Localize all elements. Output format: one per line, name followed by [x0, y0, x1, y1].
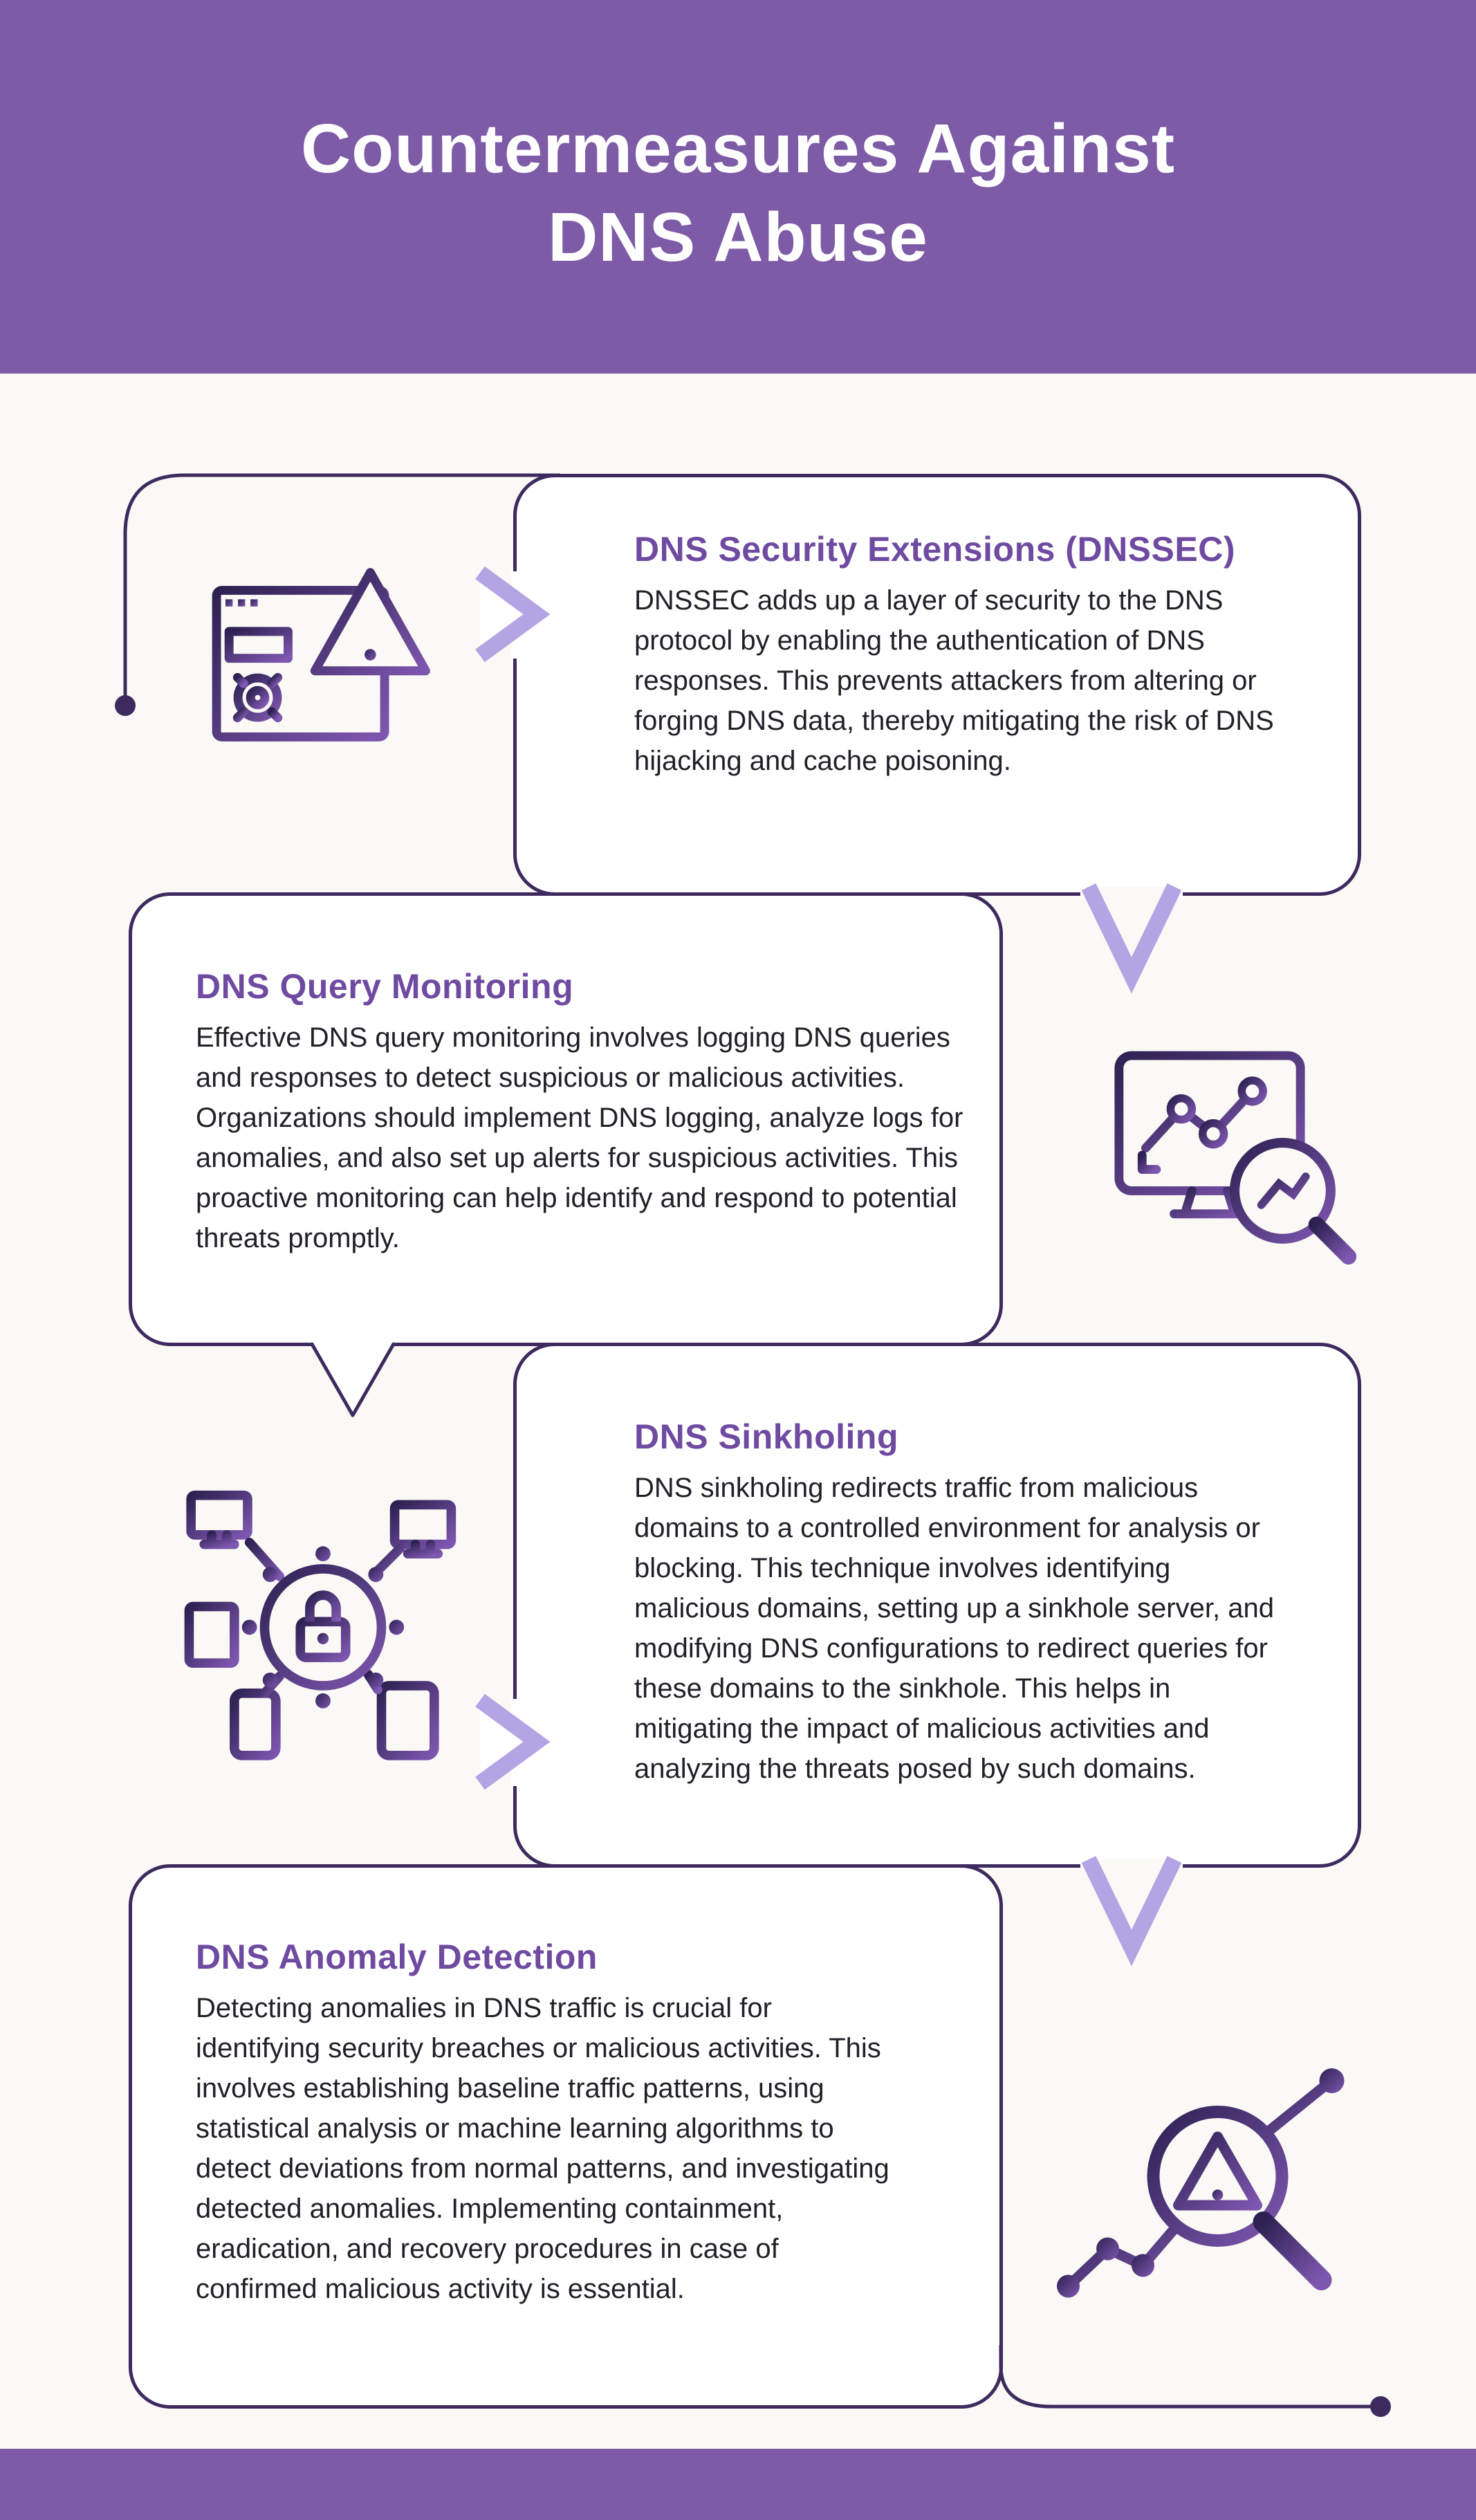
- monitor-search-icon: [1114, 1051, 1357, 1265]
- card-title-query-monitoring: DNS Query Monitoring: [196, 967, 574, 1006]
- lock-icon: [295, 1590, 351, 1662]
- page-title: Countermeasures Against DNS Abuse: [301, 104, 1175, 282]
- browser-titlebar-dots: [225, 599, 258, 607]
- card-title-sinkholing: DNS Sinkholing: [634, 1417, 898, 1456]
- speech-tail-query-monitoring: [310, 1342, 396, 1417]
- card-body-dnssec: DNSSEC adds up a layer of security to th…: [634, 585, 1274, 776]
- card-body-query-monitoring: Effective DNS query monitoring involves …: [196, 1022, 963, 1253]
- arrow-down-icon-2: [1080, 1855, 1183, 1967]
- timeline-end-connector: [999, 2345, 1391, 2417]
- card-body-anomaly-detection: Detecting anomalies in DNS traffic is cr…: [196, 1993, 889, 2304]
- page-title-line2: DNS Abuse: [548, 199, 928, 276]
- card-title-dnssec: DNS Security Extensions (DNSSEC): [634, 530, 1235, 569]
- browser-warning-gear-icon: [212, 568, 430, 742]
- footer-bar: [0, 2449, 1476, 2520]
- card-dnssec: DNS Security Extensions (DNSSEC) DNSSEC …: [513, 474, 1361, 896]
- gear-icon: [224, 664, 291, 731]
- card-sinkholing: DNS Sinkholing DNS sinkholing redirects …: [513, 1343, 1361, 1868]
- search-warning-icon: [1057, 2068, 1345, 2298]
- magnifier-warning: [1147, 2106, 1332, 2290]
- network-nodes: [1166, 1076, 1267, 1149]
- network-lock-icon: [184, 1490, 456, 1760]
- trend-dots: [1057, 2068, 1345, 2298]
- card-query-monitoring: DNS Query Monitoring Effective DNS query…: [129, 892, 1003, 1346]
- card-body-sinkholing: DNS sinkholing redirects traffic from ma…: [634, 1473, 1274, 1784]
- card-title-anomaly-detection: DNS Anomaly Detection: [196, 1938, 598, 1976]
- arrow-down-icon-1: [1080, 883, 1183, 994]
- header-banner: Countermeasures Against DNS Abuse: [0, 0, 1476, 374]
- timeline-end-dot: [1370, 2396, 1391, 2417]
- timeline-start-dot: [115, 695, 136, 716]
- network-ring-dots: [241, 1546, 405, 1709]
- magnifier-icon: [1229, 1137, 1357, 1265]
- card-anomaly-detection: DNS Anomaly Detection Detecting anomalie…: [129, 1864, 1003, 2409]
- page-title-line1: Countermeasures Against: [300, 110, 1176, 187]
